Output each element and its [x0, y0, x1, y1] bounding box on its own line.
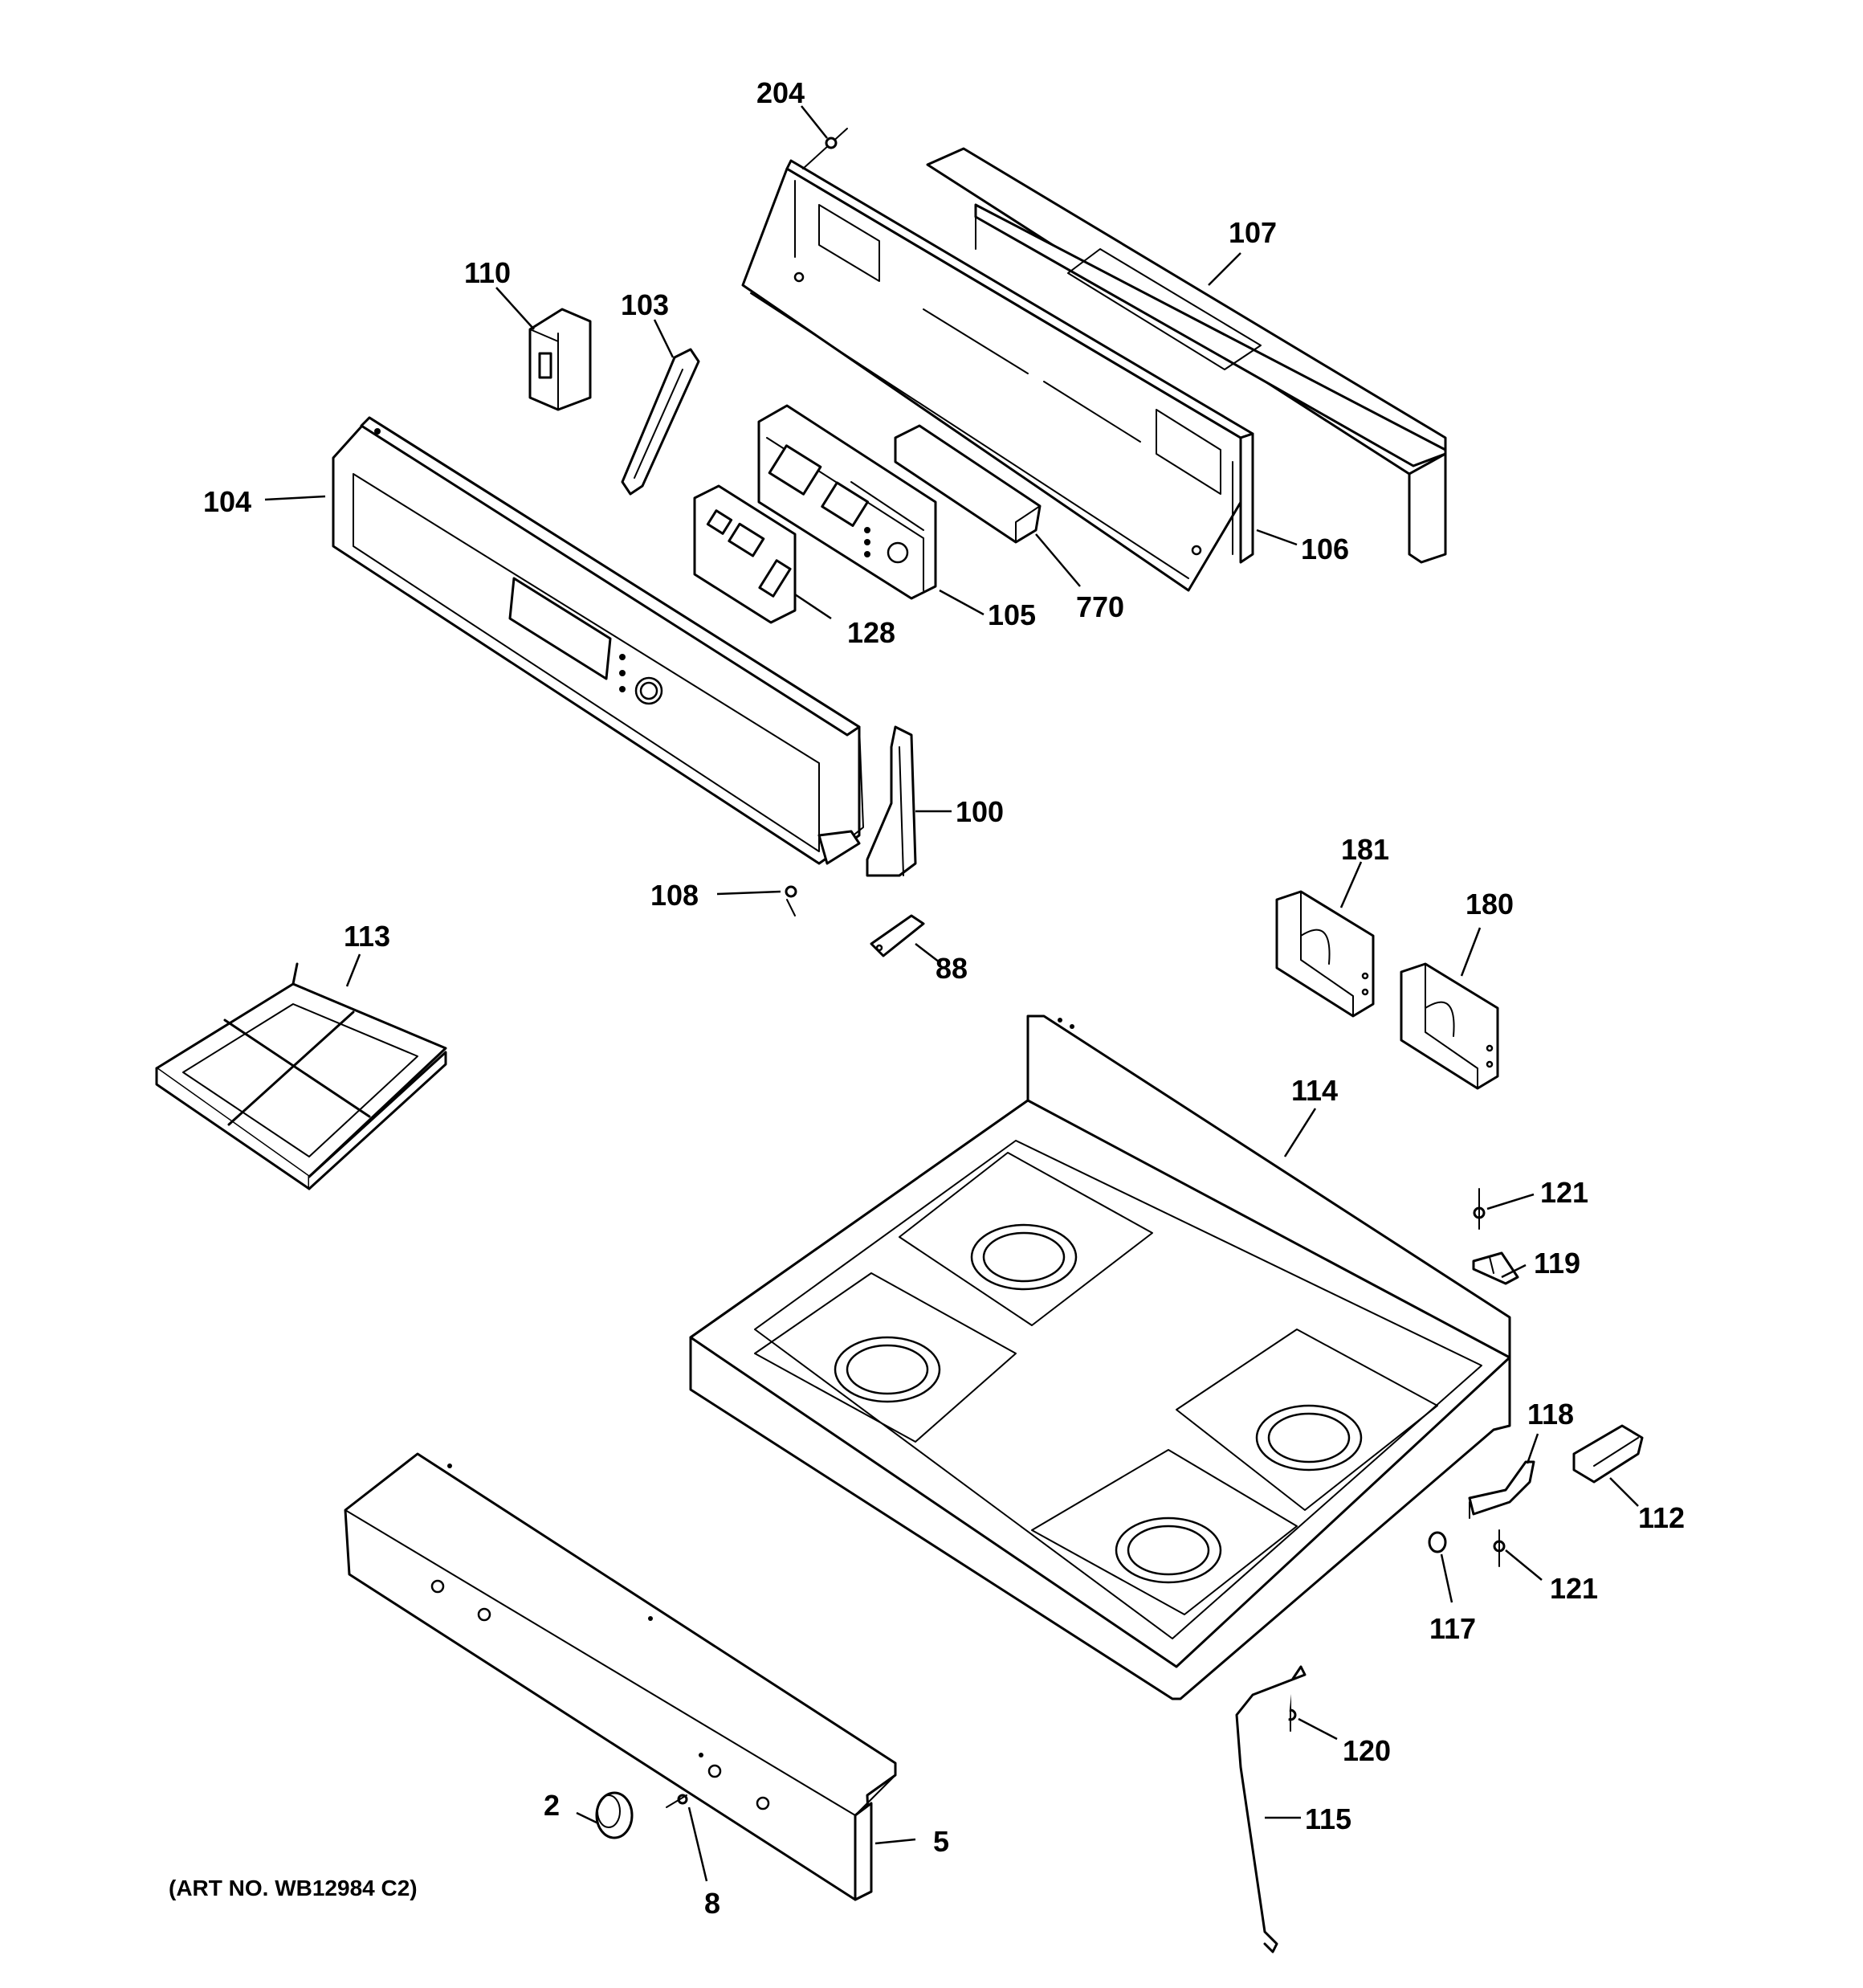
- part-115-support-rod: [1235, 1665, 1307, 1953]
- part-110-relay: [528, 308, 592, 411]
- art-number: (ART NO. WB12984 C2): [169, 1876, 418, 1900]
- callout-114: 114: [1291, 1074, 1338, 1107]
- callout-100: 100: [956, 795, 1004, 828]
- part-88-clip: [870, 914, 925, 957]
- part-104-control-panel: [332, 416, 864, 865]
- part-118-bracket: [1468, 1460, 1535, 1519]
- part-2-knob: [595, 1791, 634, 1839]
- part-103-bracket: [621, 348, 700, 496]
- callout-8: 8: [704, 1887, 720, 1920]
- callout-120: 120: [1343, 1734, 1391, 1767]
- callout-88: 88: [936, 952, 968, 985]
- part-106-rear-panel: [741, 159, 1254, 592]
- part-107-rear-shield: [926, 147, 1447, 564]
- part-121-screw-upper: [1473, 1188, 1486, 1230]
- callout-121-upper: 121: [1540, 1176, 1588, 1209]
- callout-107: 107: [1229, 216, 1277, 249]
- callout-181: 181: [1341, 833, 1389, 866]
- callout-2: 2: [544, 1789, 560, 1822]
- callout-117: 117: [1429, 1612, 1476, 1645]
- part-112-igniter-switch: [1572, 1424, 1644, 1484]
- part-117-grommet: [1428, 1531, 1447, 1553]
- callout-118: 118: [1527, 1398, 1574, 1431]
- part-5-manifold-panel: [344, 1452, 897, 1901]
- leader-lines: [264, 105, 1639, 1882]
- part-180-bracket: [1400, 962, 1499, 1090]
- callout-105: 105: [988, 598, 1036, 631]
- callout-108: 108: [650, 879, 699, 912]
- part-8-screw: [666, 1794, 688, 1808]
- part-128-overlay: [693, 484, 797, 624]
- callout-104: 104: [203, 485, 251, 518]
- part-204-screw: [802, 128, 848, 169]
- part-114-cooktop: [689, 1014, 1511, 1700]
- callout-204: 204: [756, 76, 805, 109]
- part-770-trim: [894, 424, 1042, 544]
- callout-103: 103: [621, 288, 669, 321]
- callout-770: 770: [1076, 590, 1124, 623]
- callout-121-lower: 121: [1550, 1572, 1598, 1605]
- part-181-bracket: [1275, 890, 1375, 1018]
- part-108-screw: [785, 885, 797, 916]
- part-119-bracket: [1472, 1251, 1519, 1285]
- part-113-grate: [155, 962, 447, 1190]
- callout-labels: 204 107 110 103 104 106 105 770 128 100 …: [203, 76, 1685, 1920]
- callout-5: 5: [933, 1825, 949, 1858]
- callout-113: 113: [344, 920, 390, 953]
- part-121-screw-lower: [1493, 1529, 1506, 1567]
- callout-180: 180: [1466, 888, 1514, 921]
- callout-112: 112: [1638, 1501, 1685, 1534]
- callout-110: 110: [464, 256, 511, 289]
- callout-115: 115: [1305, 1802, 1351, 1835]
- callout-106: 106: [1301, 533, 1349, 565]
- part-105-control-board: [757, 404, 937, 600]
- callout-119: 119: [1534, 1247, 1580, 1280]
- part-100-side-trim: [866, 725, 917, 877]
- callout-128: 128: [847, 616, 895, 649]
